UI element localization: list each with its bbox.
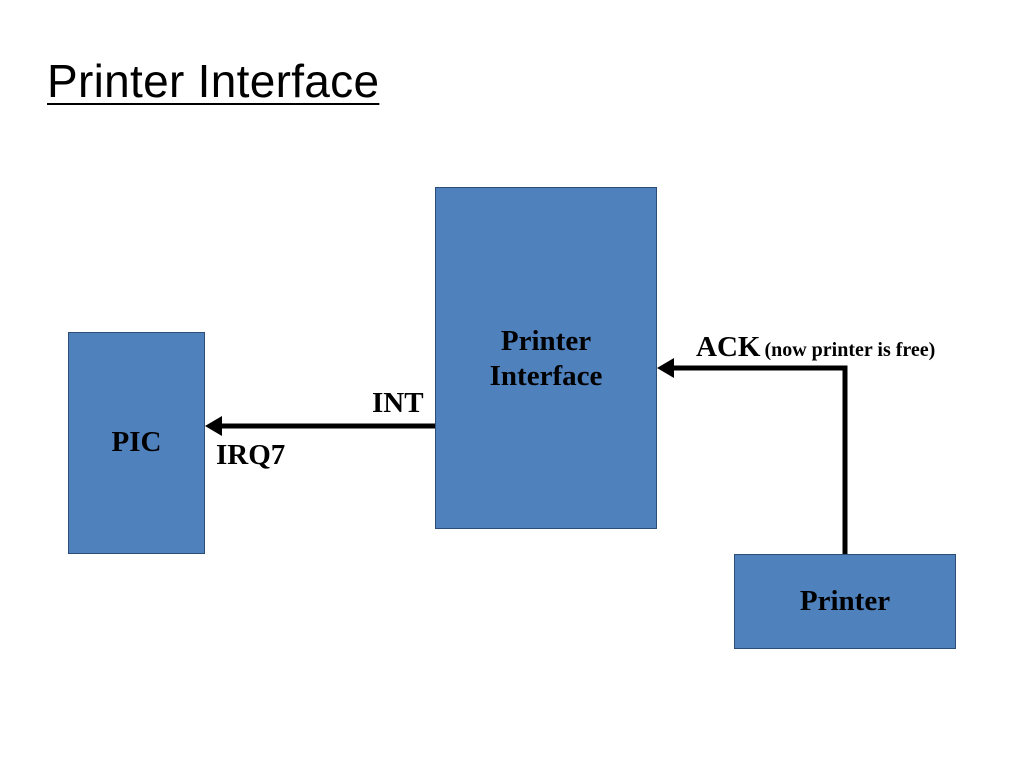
ack-connector-line <box>673 365 848 554</box>
int-arrowhead-icon <box>205 416 222 436</box>
printer-interface-label: Printer Interface <box>489 325 603 393</box>
ack-arrowhead-icon <box>657 358 674 378</box>
printer-box: Printer <box>734 554 956 649</box>
int-label: INT <box>372 387 424 419</box>
slide-title: Printer Interface <box>47 55 380 107</box>
ack-note-label: (now printer is free) <box>764 339 936 361</box>
printer-label: Printer <box>799 584 891 617</box>
pic-label: PIC <box>111 426 162 459</box>
ack-label-group: ACK (now printer is free) <box>696 333 935 362</box>
irq-label: IRQ7 <box>216 439 286 471</box>
pic-box: PIC <box>68 332 205 554</box>
printer-interface-box: Printer Interface <box>435 187 657 529</box>
ack-label: ACK <box>696 331 761 363</box>
